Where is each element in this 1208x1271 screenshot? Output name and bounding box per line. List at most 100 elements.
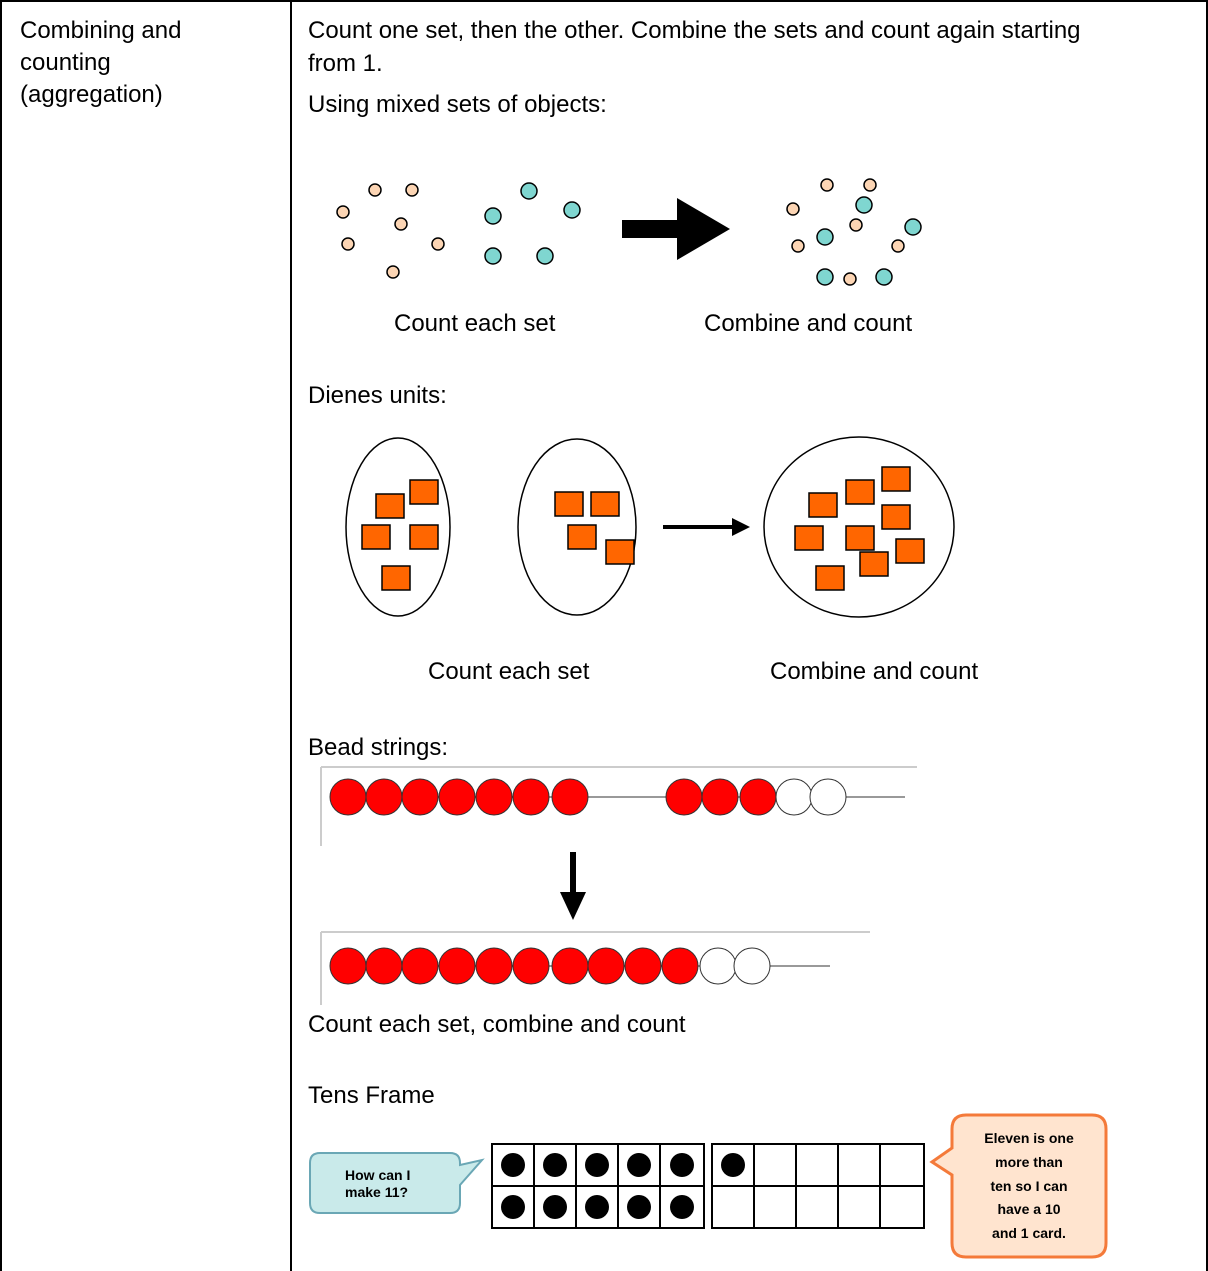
peach-counter bbox=[843, 272, 857, 286]
set-oval bbox=[345, 437, 451, 617]
peach-counter bbox=[820, 178, 834, 192]
white-bead bbox=[809, 778, 847, 816]
teal-counter bbox=[484, 207, 502, 225]
red-bead bbox=[401, 778, 439, 816]
tens-frame-one bbox=[711, 1143, 925, 1229]
intro-line-3: Using mixed sets of objects: bbox=[308, 91, 607, 118]
question-bubble-line-1: How can I bbox=[345, 1167, 410, 1183]
teal-counter bbox=[563, 201, 581, 219]
teal-counter bbox=[855, 196, 873, 214]
teal-counter bbox=[520, 182, 538, 200]
set-oval bbox=[763, 436, 955, 618]
mixed-caption-left: Count each set bbox=[394, 310, 556, 337]
dienes-caption-left: Count each set bbox=[428, 658, 590, 685]
teal-counter bbox=[816, 268, 834, 286]
red-bead bbox=[587, 947, 625, 985]
dienes-unit bbox=[895, 538, 925, 564]
dienes-caption-right: Combine and count bbox=[770, 658, 979, 685]
dienes-unit bbox=[409, 479, 439, 505]
combined-set bbox=[786, 178, 922, 286]
question-speech-bubble bbox=[309, 1152, 485, 1214]
topic-line-3: (aggregation) bbox=[20, 81, 163, 108]
teal-counter bbox=[536, 247, 554, 265]
dienes-unit bbox=[605, 539, 635, 565]
peach-counter bbox=[891, 239, 905, 253]
red-bead bbox=[512, 778, 550, 816]
white-bead bbox=[733, 947, 771, 985]
peach-counter bbox=[863, 178, 877, 192]
red-bead bbox=[701, 778, 739, 816]
peach-counter bbox=[849, 218, 863, 232]
red-bead bbox=[661, 947, 699, 985]
tens-frame-counters bbox=[501, 1153, 694, 1219]
peach-counter bbox=[336, 205, 350, 219]
question-bubble-line-2: make 11? bbox=[345, 1184, 408, 1200]
dienes-unit bbox=[567, 524, 597, 550]
beads-caption: Count each set, combine and count bbox=[308, 1011, 686, 1038]
answer-speech-bubble bbox=[929, 1113, 1108, 1259]
teal-counter bbox=[904, 218, 922, 236]
peach-set bbox=[336, 183, 445, 279]
dienes-unit bbox=[794, 525, 824, 551]
dienes-unit bbox=[881, 504, 911, 530]
answer-bubble-line-2: more than bbox=[995, 1154, 1063, 1170]
bead-string-1 bbox=[329, 778, 847, 816]
peach-counter bbox=[405, 183, 419, 197]
peach-counter bbox=[786, 202, 800, 216]
dienes-unit bbox=[815, 565, 845, 591]
intro-line-2: from 1. bbox=[308, 50, 383, 77]
red-bead bbox=[475, 947, 513, 985]
table-left-border bbox=[0, 0, 2, 1271]
dienes-unit bbox=[361, 524, 391, 550]
intro-line-1: Count one set, then the other. Combine t… bbox=[308, 17, 1081, 44]
set-oval bbox=[517, 438, 637, 616]
answer-bubble-line-5: and 1 card. bbox=[992, 1225, 1066, 1241]
answer-bubble-line-4: have a 10 bbox=[997, 1201, 1060, 1217]
red-bead bbox=[551, 778, 589, 816]
tens-frame-heading: Tens Frame bbox=[308, 1082, 435, 1109]
dienes-unit bbox=[381, 565, 411, 591]
red-bead bbox=[438, 778, 476, 816]
dienes-unit bbox=[859, 551, 889, 577]
down-arrow-icon bbox=[560, 852, 586, 920]
red-bead bbox=[438, 947, 476, 985]
dienes-unit bbox=[881, 466, 911, 492]
table-top-border bbox=[0, 0, 1208, 2]
column-divider bbox=[290, 0, 292, 1271]
dienes-unit bbox=[409, 524, 439, 550]
table-right-border bbox=[1206, 0, 1208, 1271]
peach-counter bbox=[431, 237, 445, 251]
dienes-unit bbox=[590, 491, 620, 517]
peach-counter bbox=[791, 239, 805, 253]
mixed-caption-right: Combine and count bbox=[704, 310, 913, 337]
peach-counter bbox=[368, 183, 382, 197]
bead-string-2 bbox=[329, 947, 771, 985]
peach-counter bbox=[394, 217, 408, 231]
red-bead bbox=[401, 947, 439, 985]
dienes-unit bbox=[808, 492, 838, 518]
red-bead bbox=[624, 947, 662, 985]
teal-counter bbox=[875, 268, 893, 286]
thin-arrow-icon bbox=[663, 518, 750, 536]
single-counter bbox=[721, 1153, 745, 1177]
teal-set bbox=[484, 182, 581, 265]
dienes-unit bbox=[845, 525, 875, 551]
dienes-unit bbox=[554, 491, 584, 517]
peach-counter bbox=[386, 265, 400, 279]
red-bead bbox=[512, 947, 550, 985]
teal-counter bbox=[816, 228, 834, 246]
dienes-heading: Dienes units: bbox=[308, 382, 447, 409]
beads-heading: Bead strings: bbox=[308, 734, 449, 761]
big-arrow-icon bbox=[622, 198, 730, 260]
topic-line-2: counting bbox=[20, 49, 111, 76]
dienes-unit bbox=[845, 479, 875, 505]
teal-counter bbox=[484, 247, 502, 265]
dienes-unit bbox=[375, 493, 405, 519]
topic-cell: Combining and counting (aggregation) bbox=[20, 15, 280, 111]
topic-line-1: Combining and bbox=[20, 17, 182, 44]
